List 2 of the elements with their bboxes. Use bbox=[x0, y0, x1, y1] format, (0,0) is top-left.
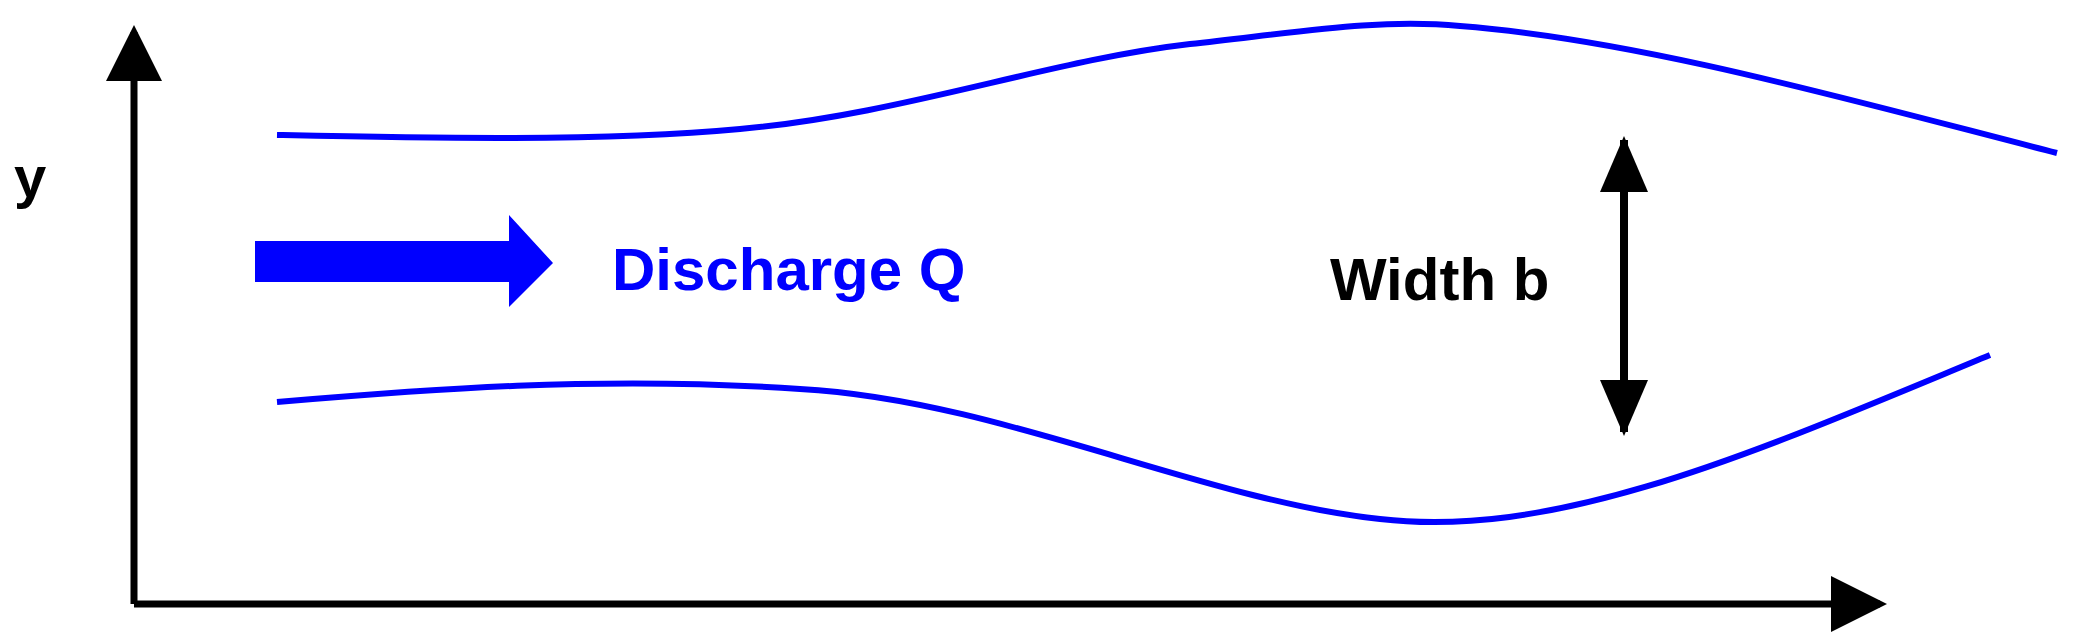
flow-label: Discharge Q bbox=[612, 240, 966, 300]
dimension-label: Width b bbox=[1330, 250, 1550, 310]
